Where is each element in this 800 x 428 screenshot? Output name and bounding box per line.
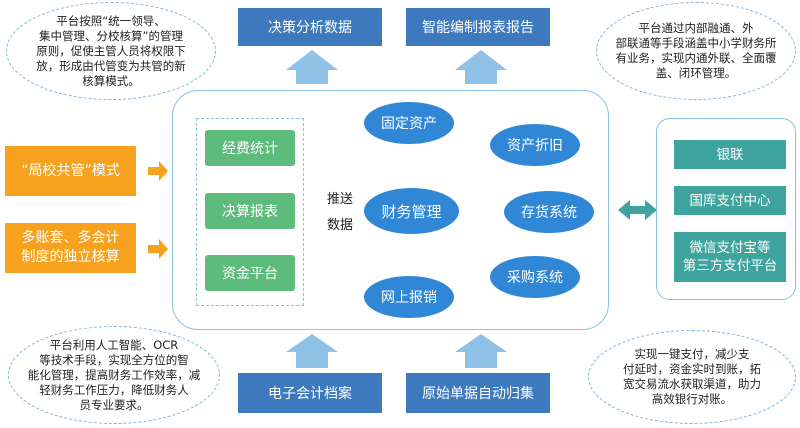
satellite-fixed-assets: 固定资产 <box>364 102 454 144</box>
double-arrow-icon <box>618 200 657 220</box>
up-arrow-icon <box>455 50 507 84</box>
channel-third-party-payment: 微信支付宝等 第三方支付平台 <box>674 232 786 282</box>
up-arrow-icon <box>286 50 338 84</box>
bubble-coverage: 平台通过内部融通、外 部联通等手段涵盖中小学财务所 有业务，实现内通外联、全面覆… <box>596 2 796 100</box>
push-label: 推送 <box>326 192 353 207</box>
right-arrow-icon <box>148 161 168 181</box>
module-fund-platform: 资金平台 <box>205 255 295 291</box>
up-arrow-icon <box>286 334 338 368</box>
report-generation-box: 智能编制报表报告 <box>406 8 550 46</box>
up-arrow-icon <box>455 334 507 368</box>
mode-joint-management: “局校共管”模式 <box>5 146 136 196</box>
satellite-asset-depreciation: 资产折旧 <box>490 124 580 166</box>
right-arrow-icon <box>148 239 168 259</box>
satellite-inventory-system: 存货系统 <box>504 191 594 233</box>
decision-analysis-data-box: 决策分析数据 <box>238 8 382 46</box>
mode-independent-accounting: 多账套、多会计 制度的独立核算 <box>5 223 136 273</box>
satellite-online-reimbursement: 网上报销 <box>364 276 454 318</box>
module-final-account-report: 决算报表 <box>205 193 295 229</box>
channel-treasury-payment-center: 国库支付中心 <box>674 186 786 215</box>
channel-unionpay: 银联 <box>674 140 786 169</box>
bubble-one-click-pay: 实现一键支付，减少支 付延时，资金实时到账，拓 宽交易流水获取渠道，助力 高效银… <box>588 330 796 424</box>
electronic-archive-box: 电子会计档案 <box>238 373 382 413</box>
up-arrows-top <box>286 50 507 368</box>
bubble-ai-ocr: 平台利用人工智能、OCR 等技术手段，实现全方位的智 能化管理，提高财务工作效率… <box>8 326 220 424</box>
module-funding-statistics: 经费统计 <box>205 130 295 166</box>
left-modules-group <box>196 118 304 306</box>
bubble-management-mode: 平台按照“统一领导、 集中管理、分校核算”的管理 原则，促使主管人员将权限下 放… <box>6 2 216 100</box>
data-label: 数据 <box>326 218 353 233</box>
auto-document-collection-box: 原始单据自动归集 <box>406 373 550 413</box>
satellite-procurement-system: 采购系统 <box>490 256 580 298</box>
center-finance-management: 财务管理 <box>364 188 459 234</box>
